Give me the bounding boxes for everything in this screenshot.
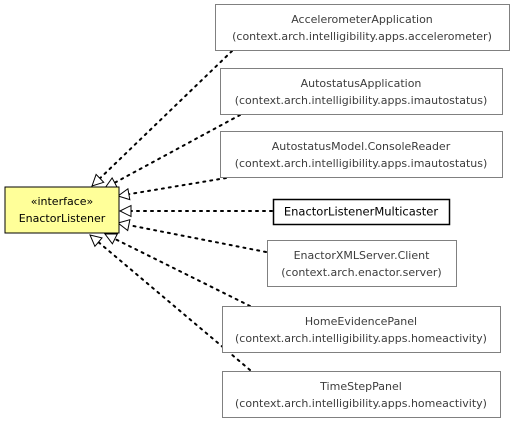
interface-name: EnactorListener xyxy=(19,212,106,225)
implementor-box xyxy=(220,68,503,115)
edge-arrowhead xyxy=(118,204,132,218)
interface-stereotype: «interface» xyxy=(31,195,94,208)
edge-line xyxy=(127,177,227,196)
implementor-name: AutostatusModel.ConsoleReader xyxy=(272,140,451,153)
edge-arrowhead xyxy=(116,219,131,232)
implementor-package: (context.arch.intelligibility.apps.homea… xyxy=(235,397,487,410)
implementor-package: (context.arch.intelligibility.apps.imaut… xyxy=(235,157,488,170)
realization-edge xyxy=(103,233,251,307)
implementor-node[interactable]: EnactorListenerMulticaster xyxy=(272,198,451,226)
edge-arrowhead xyxy=(116,187,131,201)
realization-edge xyxy=(116,177,227,201)
realization-edge xyxy=(89,234,251,371)
edge-line xyxy=(97,241,251,371)
implementor-node[interactable]: HomeEvidencePanel (context.arch.intelligi… xyxy=(222,306,501,353)
implementor-nodes: AccelerometerApplication (context.arch.in… xyxy=(215,4,510,418)
implementor-name: EnactorXMLServer.Client xyxy=(294,249,431,262)
interface-box xyxy=(4,186,120,234)
edge-arrowhead xyxy=(91,173,105,187)
implementor-name: TimeStepPanel xyxy=(319,380,402,393)
implementor-box xyxy=(222,371,501,418)
implementor-node[interactable]: AutostatusModel.ConsoleReader (context.ar… xyxy=(220,131,503,178)
implementor-box xyxy=(222,306,501,353)
implementor-package: (context.arch.intelligibility.apps.imaut… xyxy=(235,94,488,107)
implementor-box xyxy=(215,4,510,51)
interface-node-enactor-listener[interactable]: «interface» EnactorListener xyxy=(4,186,120,234)
realization-edge xyxy=(116,219,267,253)
implementor-node[interactable]: TimeStepPanel (context.arch.intelligibili… xyxy=(222,371,501,418)
edge-arrowhead xyxy=(89,234,103,248)
implementor-box xyxy=(220,131,503,178)
implementor-package: (context.arch.enactor.server) xyxy=(281,266,441,279)
implementor-name: HomeEvidencePanel xyxy=(305,315,417,328)
implementor-node[interactable]: EnactorXMLServer.Client (context.arch.ena… xyxy=(267,240,457,287)
implementor-package: (context.arch.intelligibility.apps.homea… xyxy=(235,332,487,345)
implementor-name: AccelerometerApplication xyxy=(291,13,433,26)
edge-line xyxy=(127,224,267,253)
implementor-package: (context.arch.intelligibility.apps.accel… xyxy=(232,30,492,43)
implementor-box xyxy=(272,198,451,226)
realization-edge xyxy=(91,50,233,187)
edge-arrowhead xyxy=(103,233,119,245)
implementor-box xyxy=(267,240,457,287)
implementor-node[interactable]: AutostatusApplication (context.arch.intel… xyxy=(220,68,503,115)
implementor-name: EnactorListenerMulticaster xyxy=(284,205,439,219)
implementor-node[interactable]: AccelerometerApplication (context.arch.in… xyxy=(215,4,510,51)
edge-line xyxy=(113,114,241,184)
edge-line xyxy=(113,237,251,307)
implementor-name: AutostatusApplication xyxy=(301,77,422,90)
realization-edge xyxy=(104,114,241,189)
realization-edge xyxy=(118,204,273,218)
edge-line xyxy=(98,50,233,180)
realization-edges xyxy=(89,50,273,371)
